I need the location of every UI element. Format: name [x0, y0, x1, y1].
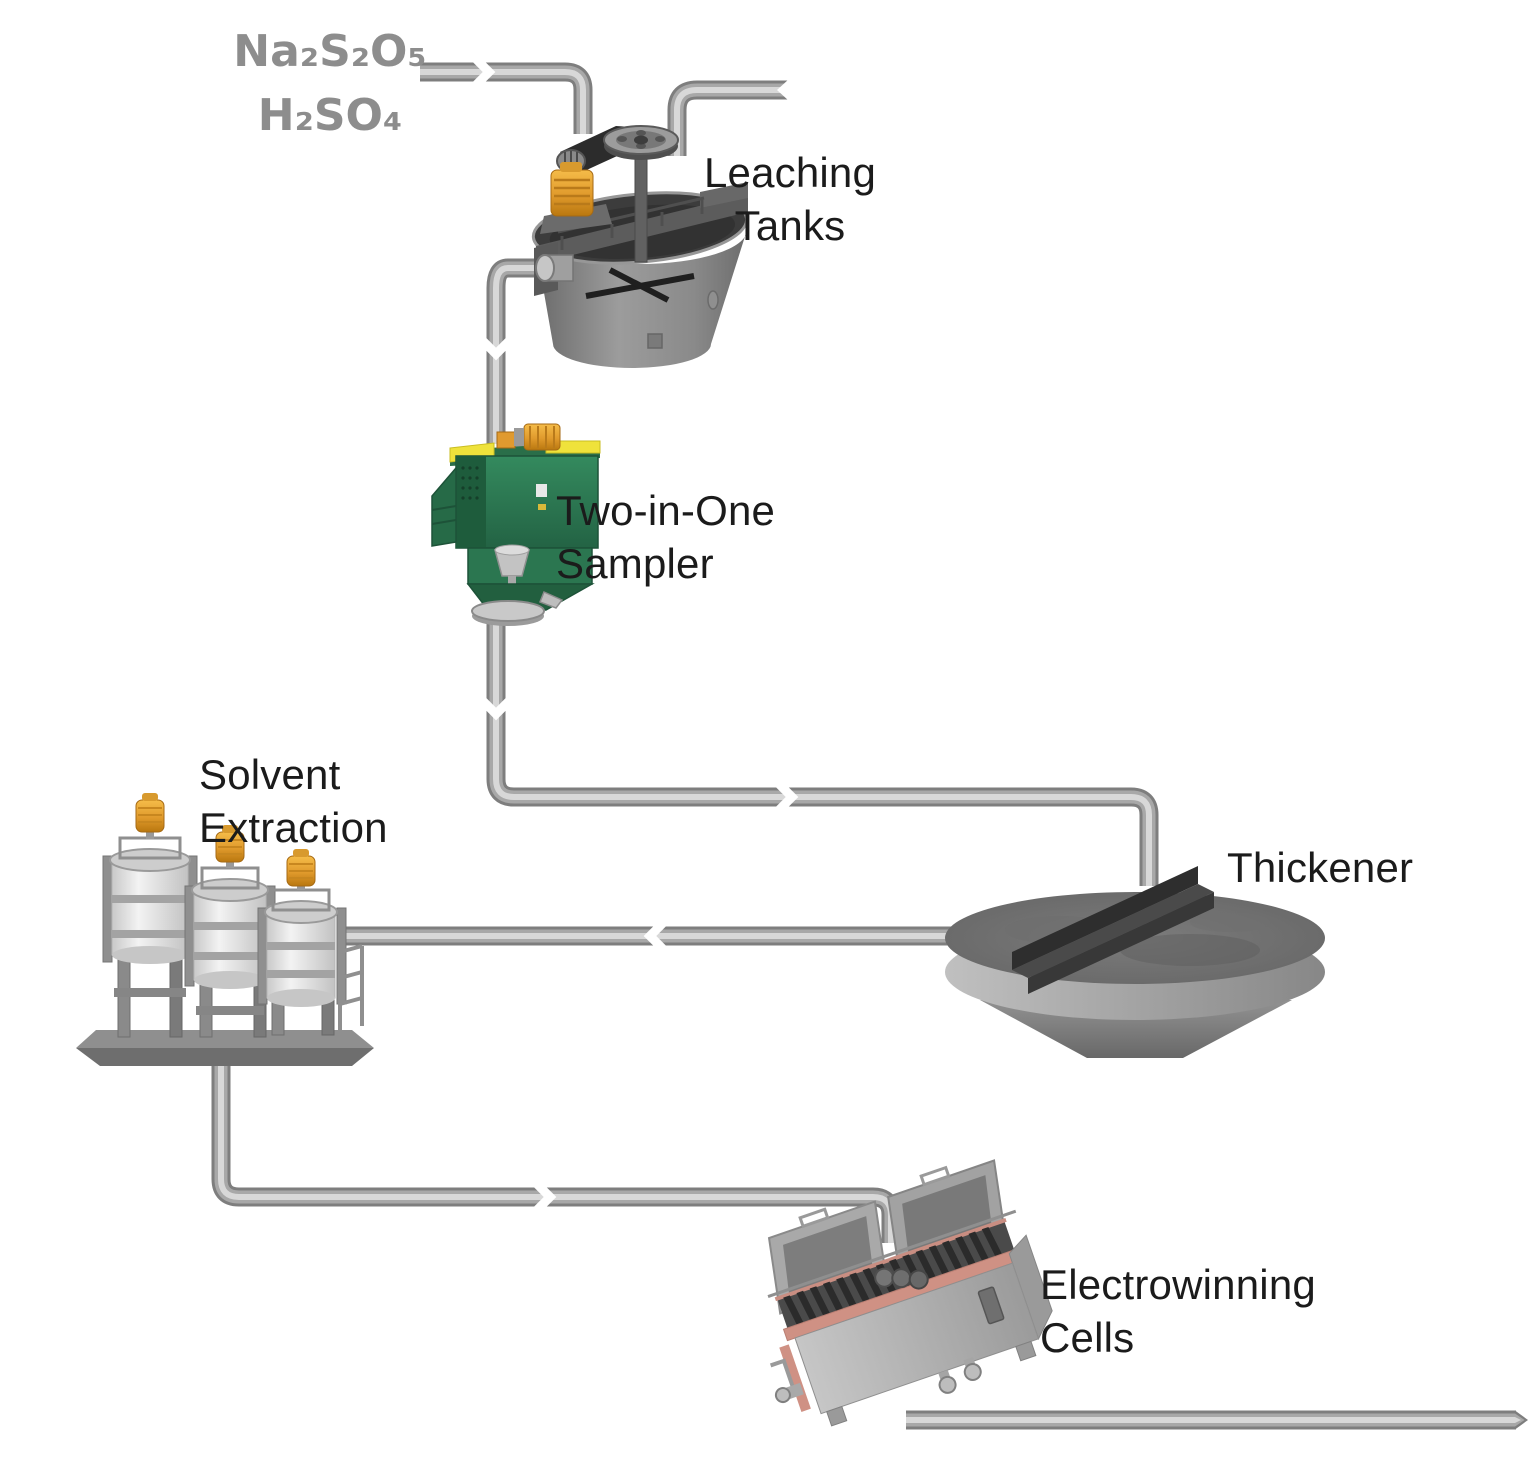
- sx-motor-1: [135, 793, 165, 833]
- sampler-hopper: [494, 544, 530, 584]
- sx-base-platform: [76, 1030, 374, 1048]
- flow-arrow-right-icon: [775, 780, 799, 814]
- flow-arrow-down-icon: [479, 697, 513, 721]
- sx-tank-2: [184, 825, 276, 1038]
- thickener-illustration: [945, 866, 1325, 1058]
- label-thickener: Thickener: [1227, 844, 1414, 891]
- leach-motor: [550, 162, 594, 217]
- ew-top-rail: [767, 1209, 1017, 1298]
- sampler-panel-tag: [536, 484, 547, 497]
- sx-stair-frame: [338, 944, 364, 1032]
- two-in-one-sampler-illustration: [431, 423, 601, 626]
- sx-tank-1: [102, 793, 198, 1038]
- sampler-spout: [539, 590, 564, 609]
- thickener-bridge: [1012, 866, 1214, 994]
- sx-motor-2: [215, 825, 245, 863]
- leaching-tank-illustration: [531, 125, 749, 368]
- sampler-outlet-flange: [471, 600, 545, 622]
- sampler-top-motor: [514, 423, 561, 451]
- reagent-formulas-label: Na₂S₂O₅ H₂SO₄: [206, 20, 454, 148]
- ew-tank-body: [794, 1262, 1040, 1415]
- process-pipes: [221, 55, 1528, 1430]
- ew-side-hatch: [977, 1286, 1005, 1325]
- flow-arrow-down-icon: [479, 337, 513, 361]
- flow-arrow-right-icon: [533, 1180, 557, 1214]
- label-electrowinning-cells: Electrowinning Cells: [1040, 1261, 1316, 1361]
- pipe-leach-to-sampler: [496, 268, 552, 444]
- electrowinning-cells-illustration: [767, 1159, 1053, 1427]
- label-leaching-tanks: Leaching Tanks: [703, 149, 877, 249]
- label-solvent-extraction: Solvent Extraction: [199, 751, 388, 851]
- pipe-solvent-extraction-to-electrowinning: [221, 1062, 891, 1243]
- leach-outlet-stub: [535, 254, 574, 282]
- flow-arrow-left-icon: [643, 919, 667, 953]
- flow-arrow-right-icon: [472, 55, 496, 89]
- pipe-sampler-to-thickener: [496, 610, 1149, 886]
- motor-bracket: [540, 204, 612, 234]
- sampler-mid-body: [467, 547, 593, 585]
- reagent-formula-1: Na₂S₂O₅: [233, 26, 427, 77]
- leach-tank-body: [533, 230, 747, 368]
- ew-cylinder-ports: [874, 1267, 929, 1290]
- pipe-break-notch-icon: [777, 79, 789, 101]
- sx-motor-3: [286, 849, 316, 887]
- label-two-in-one-sampler: Two-in-One Sampler: [556, 487, 776, 587]
- main-pulley-wheel: [603, 125, 679, 155]
- ew-left-bracket: [769, 1344, 811, 1412]
- agitator-blades: [585, 267, 695, 303]
- ew-drain-nozzles: [938, 1357, 982, 1394]
- sx-tank-3: [257, 849, 347, 1036]
- reagent-formula-2: H₂SO₄: [257, 90, 403, 141]
- pipe-electrowinning-outlet: [906, 1410, 1528, 1430]
- solvent-extraction-illustration: [76, 793, 374, 1066]
